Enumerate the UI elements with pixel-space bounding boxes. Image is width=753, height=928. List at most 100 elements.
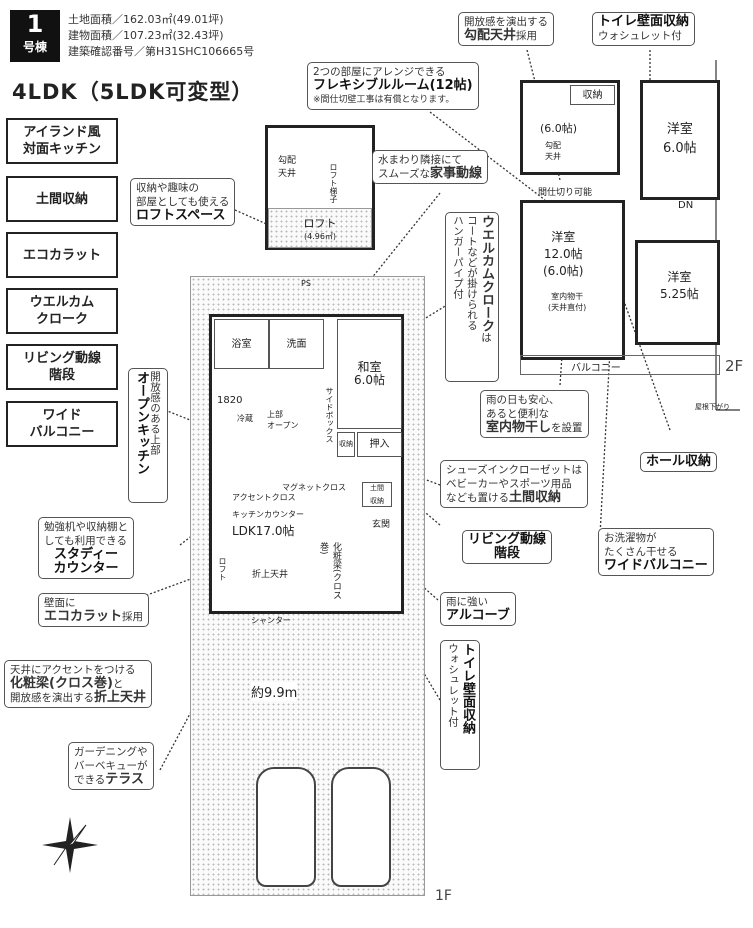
- terrace-label: シャンター: [251, 616, 291, 625]
- loft-name: ロフト: [303, 217, 337, 230]
- c-bold: ロフトスペース: [136, 208, 226, 223]
- callout-toilet-2f: トイレ壁面収納ウォシュレット付: [592, 12, 696, 46]
- feature-island-kitchen: アイランド風 対面キッチン: [6, 118, 118, 164]
- roof-down-label: 屋根下がり: [695, 403, 730, 411]
- loft-ladder-1f: ロフト: [218, 557, 227, 581]
- c-text2: バーベキューが: [74, 760, 148, 772]
- side-box-label: サイドボックス: [325, 387, 334, 443]
- c-text2: あると便利な: [486, 408, 549, 420]
- c-text: コートなどが掛けられる: [466, 215, 478, 331]
- c-bold: ウエルカムクローク: [479, 215, 494, 332]
- accent-cloth-label: アクセントクロス: [232, 493, 296, 502]
- stairs-down-label: DN: [678, 200, 694, 211]
- callout-alcove: 雨に強いアルコーブ: [440, 592, 516, 626]
- distance-label: 約9.9m: [251, 682, 298, 701]
- floor-label-1f: 1F: [435, 888, 452, 904]
- c-text: ガーデニングや: [74, 746, 148, 758]
- balcony: バルコニー: [520, 355, 720, 375]
- c-text2: しても利用できる: [44, 535, 127, 547]
- c-text: 雨に強い: [446, 596, 488, 608]
- c-bold: 勾配天井: [464, 28, 517, 43]
- car-1: [256, 767, 316, 887]
- c-text2: スムーズな: [378, 168, 430, 180]
- ldk-label: LDK17.0帖: [232, 524, 295, 538]
- washroom: 洗面: [269, 319, 324, 369]
- c-bold: トイレ壁面収納: [460, 643, 475, 734]
- c-text: 勉強机や収納棚と: [44, 521, 128, 533]
- callout-hall-storage: ホール収納: [640, 452, 718, 472]
- c-bold: オープンキッチン: [134, 371, 149, 475]
- house-1f: 浴室 洗面 1820 上部 オープン 冷蔵 サイドボックス 和室 6.0帖 収納…: [209, 314, 404, 614]
- c-text: 天井にアクセントをつける: [10, 664, 136, 676]
- storage-2f: 収納: [570, 85, 615, 105]
- floor-plan-2f: 収納 (6.0帖) 勾配 天井 洋室 6.0帖 間仕切り可能 洋室 12.0帖 …: [520, 60, 720, 375]
- c-bold: 土間収納: [509, 490, 562, 505]
- c-text: 2つの部屋にアレンジできる: [313, 66, 446, 78]
- feature-doma-storage: 土間収納: [6, 176, 118, 222]
- room-flex-a-label: (6.0帖): [540, 122, 578, 135]
- layout-type: 4LDK（5LDK可変型）: [12, 80, 254, 104]
- room-d: 洋室 5.25帖: [635, 240, 720, 345]
- callout-flexible-room: 2つの部屋にアレンジできるフレキシブルルーム(12帖)※間仕切壁工事は有償となり…: [307, 62, 479, 110]
- balcony-label: バルコニー: [571, 363, 621, 374]
- doma-storage: 土間 収納: [362, 482, 392, 507]
- kitchen-counter-label: キッチンカウンター: [232, 510, 304, 519]
- floor-label-2f: 2F: [725, 357, 744, 375]
- permit-number: 建築確認番号／第H31SHC106665号: [68, 45, 255, 58]
- callout-living-stairs: リビング動線 階段: [462, 530, 553, 564]
- c-text: 水まわり隣接にて: [378, 154, 462, 166]
- ps-label: PS: [301, 279, 311, 288]
- callout-indoor-drying: 雨の日も安心、あると便利な室内物干しを設置: [480, 390, 589, 438]
- c-tail: と: [112, 678, 124, 690]
- c-bold: テラス: [105, 772, 145, 787]
- c-text2: 部屋としても使える: [136, 196, 230, 208]
- kitchen-open-note: 上部 オープン: [267, 410, 299, 430]
- callout-study-counter: 勉強机や収納棚としても利用できるスタディー カウンター: [38, 517, 134, 579]
- c-bold: リビング動線 階段: [468, 532, 547, 561]
- callout-shoes-closet: シューズインクローゼットはベビーカーやスポーツ用品なども置ける土間収納: [440, 460, 588, 508]
- entrance-label: 玄関: [372, 520, 391, 530]
- floor-plan-1f: PS 浴室 洗面 1820 上部 オープン 冷蔵 サイドボックス 和室 6.0帖…: [190, 276, 425, 896]
- room-b-label: 洋室 6.0帖: [663, 122, 697, 156]
- room-c-label: 洋室 12.0帖 (6.0帖): [543, 230, 584, 278]
- c-text: 雨の日も安心、: [486, 394, 560, 406]
- c-text2: たくさん干せる: [604, 546, 678, 558]
- c-bold: 室内物干し: [486, 420, 552, 435]
- callout-ecocarat: 壁面にエコカラット採用: [38, 593, 150, 627]
- closet-1f: 収納: [337, 432, 355, 457]
- c-bold: ワイドバルコニー: [604, 558, 708, 573]
- loft-space: ロフト (4.96㎡): [268, 208, 372, 248]
- building-area: 建物面積／107.23㎡(32.43坪): [68, 29, 224, 42]
- c-text: ウォシュレット付: [447, 643, 459, 727]
- c-text: お洗濯物が: [604, 532, 657, 544]
- oshiire: 押入: [357, 432, 402, 457]
- beam-label: 化粧梁(クロス巻): [318, 542, 341, 600]
- magnet-cloth-label: マグネットクロス: [282, 483, 346, 492]
- callout-terrace: ガーデニングやバーベキューができるテラス: [68, 742, 154, 790]
- lot-suffix: 号棟: [22, 40, 47, 54]
- car-2: [331, 767, 391, 887]
- c-text3: 開放感を演出する: [10, 692, 94, 704]
- loft-ladder: ロフト梯子: [329, 163, 338, 203]
- c-tail: 採用: [516, 30, 538, 42]
- land-area: 土地面積／162.03㎡(49.01坪): [68, 13, 224, 26]
- width-label: 1820: [217, 395, 243, 406]
- north-compass-icon: [42, 817, 98, 873]
- partition-note: 間仕切り可能: [538, 188, 593, 198]
- c-tail: を設置: [551, 422, 583, 434]
- c-text: 収納や趣味の: [136, 182, 199, 194]
- callout-loft: 収納や趣味の部屋としても使えるロフトスペース: [130, 178, 236, 226]
- c-text2: ベビーカーやスポーツ用品: [446, 478, 572, 490]
- c-bold: ホール収納: [646, 454, 712, 469]
- callout-toilet-1f: トイレ壁面収納ウォシュレット付: [440, 640, 480, 770]
- callout-housework: 水まわり隣接にてスムーズな家事動線: [372, 150, 488, 184]
- loft-area: (4.96㎡): [303, 232, 337, 241]
- c-tail: 採用: [122, 611, 144, 623]
- fridge-label: 冷蔵: [237, 414, 253, 423]
- c-bold: 家事動線: [429, 166, 482, 181]
- c-bold: エコカラット: [44, 609, 123, 624]
- c-text: ウォシュレット付: [598, 30, 682, 42]
- feature-living-stairs: リビング動線 階段: [6, 344, 118, 390]
- bathroom: 浴室: [214, 319, 269, 369]
